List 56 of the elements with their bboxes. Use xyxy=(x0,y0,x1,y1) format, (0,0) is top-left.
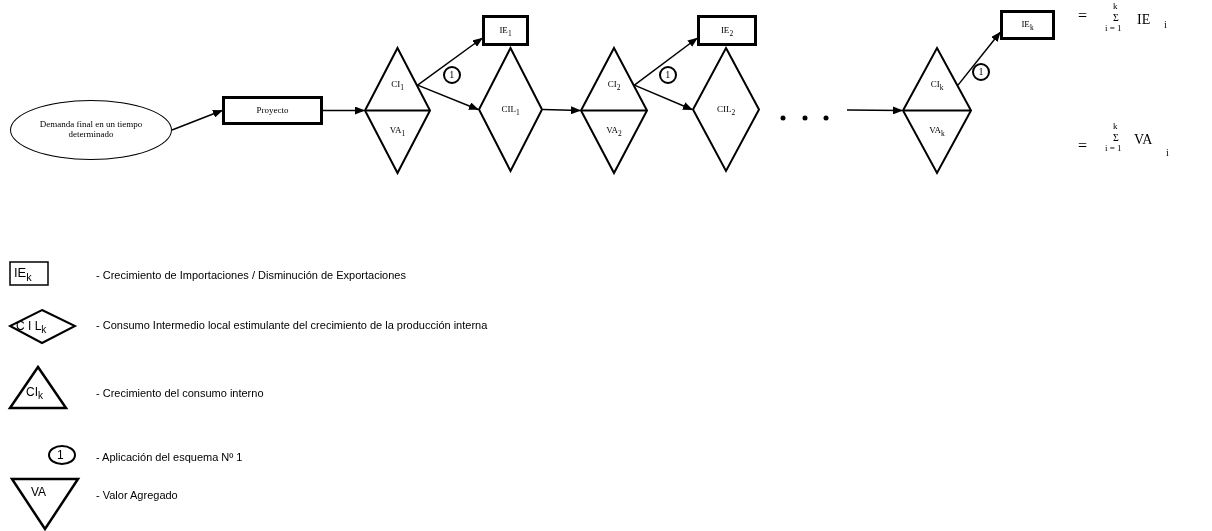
process-box xyxy=(697,15,757,46)
legend-text: - Consumo Intermedio local estimulante del crecimiento de la producción interna xyxy=(96,319,488,333)
formula-text: = xyxy=(1078,8,1088,24)
node-text: Proyecto xyxy=(255,105,290,116)
arrow xyxy=(322,106,365,115)
legend-symbol-text: VA xyxy=(31,486,47,498)
diamond-node xyxy=(478,47,543,172)
process-box xyxy=(1000,10,1055,40)
node-text: IE$_{1}$ xyxy=(498,25,513,38)
arrow xyxy=(957,31,1001,86)
arrow xyxy=(416,84,479,111)
node-text: IE$_{2}$ xyxy=(719,25,735,38)
formula-text: i xyxy=(1166,148,1169,158)
split-diamond xyxy=(364,47,431,174)
arrow xyxy=(171,109,223,131)
node-text: VA$_{2}$ xyxy=(605,125,623,138)
node-text: IE$_{k}$ xyxy=(1020,20,1035,33)
legend-symbol-text: IE$_{k}$ xyxy=(14,266,32,283)
process-box xyxy=(222,96,323,125)
split-diamond xyxy=(902,47,972,174)
node-text: VA$_{k}$ xyxy=(928,125,946,138)
formula-text: = xyxy=(1078,138,1088,154)
legend-symbol-text: CI$_{k}$ xyxy=(26,386,43,402)
legend-symbol-text: C I L$_{k}$ xyxy=(16,320,47,336)
formula-text: i = 1 xyxy=(1105,24,1122,33)
formula-text: IE xyxy=(1137,13,1151,27)
legend-text: - Valor Agregado xyxy=(96,489,178,503)
node-text: CIL$_{1}$ xyxy=(500,104,521,117)
legend-symbol-text: 1 xyxy=(57,449,64,461)
formula-text: VA xyxy=(1134,133,1153,147)
node-text: VA$_{1}$ xyxy=(388,125,407,138)
diamond-node xyxy=(692,47,760,172)
arrow xyxy=(633,84,693,111)
node-text: Demanda final en un tiempo determinado xyxy=(38,120,144,140)
edge-label: 1 xyxy=(658,65,677,84)
process-box xyxy=(482,15,529,46)
arrow xyxy=(416,37,483,86)
legend-text: - Crecimiento del consumo interno xyxy=(96,387,264,401)
node-text: CI$_{1}$ xyxy=(390,80,405,93)
formula-text: i xyxy=(1164,20,1167,30)
legend-text: - Aplicación del esquema Nº 1 xyxy=(96,451,243,465)
node-text: CI$_{2}$ xyxy=(606,80,622,93)
edge-label: 1 xyxy=(972,62,990,81)
legend-text: - Crecimiento de Importaciones / Disminución de Exportaciones xyxy=(96,269,406,283)
split-diamond xyxy=(580,47,648,174)
node-text: CIL$_{2}$ xyxy=(715,104,737,117)
formula-text: Σ xyxy=(1113,133,1119,143)
formula-text: k xyxy=(1113,2,1118,11)
arrow xyxy=(542,106,581,115)
arrow xyxy=(633,37,698,86)
node-text: CI$_{k}$ xyxy=(929,80,945,93)
formula-text: k xyxy=(1113,122,1118,131)
formula-text: i = 1 xyxy=(1105,144,1122,153)
formula-text: Σ xyxy=(1113,13,1119,23)
arrow xyxy=(846,106,903,115)
edge-label: 1 xyxy=(442,65,461,84)
